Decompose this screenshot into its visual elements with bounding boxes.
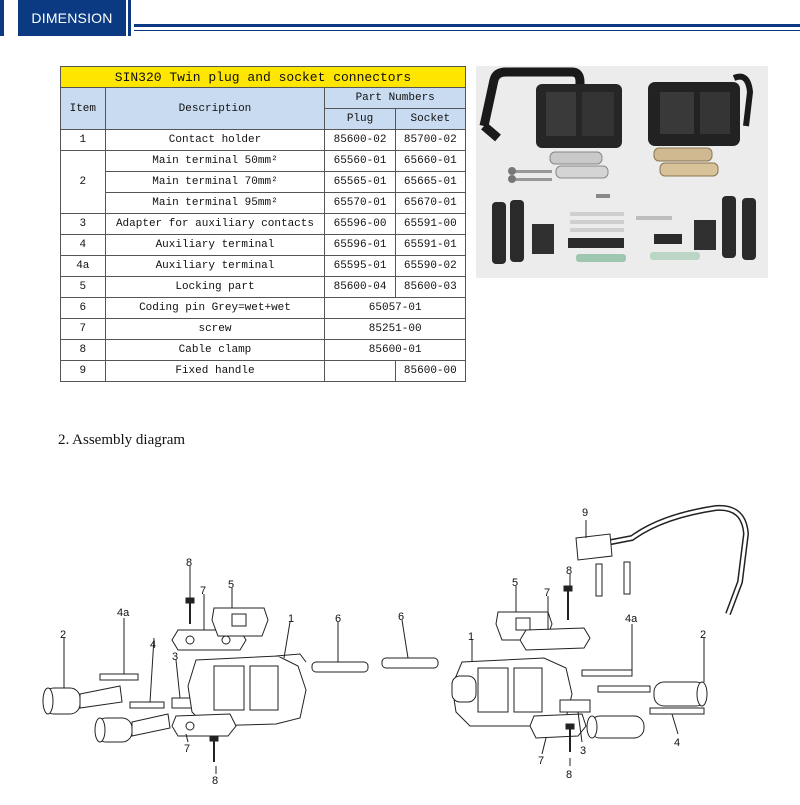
table-row: 7 screw 85251-00 — [60, 318, 466, 340]
table-row: 8 Cable clamp 85600-01 — [60, 339, 466, 361]
cell-description: Auxiliary terminal — [104, 234, 326, 256]
label-3-right: 3 — [580, 745, 586, 757]
table-row: 1 Contact holder 85600-02 85700-02 — [60, 129, 467, 151]
header-separator — [128, 0, 131, 36]
cell-socket: 65660-01 — [394, 150, 467, 172]
table-row: 3 Adapter for auxiliary contacts 65596-0… — [60, 213, 467, 235]
parts-table: SIN320 Twin plug and socket connectors I… — [60, 66, 467, 382]
label-2-left: 2 — [60, 629, 66, 641]
parts-table-wrapper: SIN320 Twin plug and socket connectors I… — [60, 66, 467, 382]
cell-plug: 65595-01 — [324, 255, 396, 277]
cell-item: 4a — [60, 255, 106, 277]
label-1-right: 1 — [468, 631, 474, 643]
assembly-diagram: 8 7 5 1 6 4a 2 4 3 7 8 9 5 8 7 6 1 4a 2 … — [0, 490, 800, 800]
cell-description: Fixed handle — [104, 360, 326, 382]
cell-description: Locking part — [104, 276, 326, 298]
cell-description: Main terminal 70mm² — [104, 171, 326, 193]
label-2-right: 2 — [700, 629, 706, 641]
cell-plug — [324, 360, 396, 382]
cell-item: 3 — [60, 213, 106, 235]
cell-description: Main terminal 95mm² — [104, 192, 326, 214]
label-4-left: 4 — [150, 639, 156, 651]
product-photo — [476, 66, 768, 278]
table-row: Main terminal 95mm² 65570-01 65670-01 — [61, 192, 467, 214]
table-row: 6 Coding pin Grey=wet+wet 65057-01 — [60, 297, 466, 319]
cell-plug: 65570-01 — [324, 192, 396, 214]
label-8-top-left: 8 — [186, 557, 192, 569]
header-left-stripe — [0, 0, 4, 36]
cell-description: Contact holder — [104, 129, 326, 151]
cell-socket: 65670-01 — [394, 192, 467, 214]
product-photo-svg — [476, 66, 768, 278]
header-part-numbers: Part Numbers — [324, 87, 466, 109]
cell-part-number: 85600-01 — [324, 339, 466, 361]
label-5-left: 5 — [228, 579, 234, 591]
table-row: 4 Auxiliary terminal 65596-01 65591-01 — [60, 234, 467, 256]
cell-item: 1 — [60, 129, 106, 151]
header-bar: DIMENSION — [0, 0, 800, 36]
section-title: 2. Assembly diagram — [58, 432, 186, 448]
label-7-bottom-left: 7 — [184, 743, 190, 755]
label-8-top-right: 8 — [566, 565, 572, 577]
cell-plug: 65565-01 — [324, 171, 396, 193]
cell-description: Coding pin Grey=wet+wet — [104, 297, 326, 319]
table-row: 9 Fixed handle 85600-00 — [60, 360, 467, 382]
header-tab: DIMENSION — [18, 0, 126, 36]
label-7-bottom-right: 7 — [538, 755, 544, 767]
cell-description: screw — [104, 318, 326, 340]
cell-item: 5 — [60, 276, 106, 298]
header-socket: Socket — [394, 108, 467, 130]
cell-item: 2 — [60, 150, 106, 214]
label-6-left: 6 — [335, 613, 341, 625]
label-4a-left: 4a — [117, 607, 130, 619]
label-4-right: 4 — [674, 737, 680, 749]
header-plug: Plug — [324, 108, 396, 130]
assembly-diagram-svg: 8 7 5 1 6 4a 2 4 3 7 8 9 5 8 7 6 1 4a 2 … — [42, 504, 750, 787]
cell-socket: 65590-02 — [394, 255, 467, 277]
table-row: Main terminal 70mm² 65565-01 65665-01 — [61, 171, 467, 193]
cell-item: 4 — [60, 234, 106, 256]
label-7-top-right: 7 — [544, 587, 550, 599]
cell-item: 7 — [60, 318, 106, 340]
cell-plug: 65596-00 — [324, 213, 396, 235]
header-item: Item — [60, 87, 106, 130]
label-3-left: 3 — [172, 651, 178, 663]
header-description: Description — [104, 87, 326, 130]
table-row: 2 Main terminal 50mm² 65560-01 65660-01 — [60, 150, 467, 214]
table-title: SIN320 Twin plug and socket connectors — [60, 66, 466, 88]
cell-plug: 65596-01 — [324, 234, 396, 256]
header-rule-thick — [134, 24, 800, 27]
cell-description: Auxiliary terminal — [104, 255, 326, 277]
cell-plug: 85600-02 — [324, 129, 396, 151]
label-8-bottom-right: 8 — [566, 769, 572, 781]
table-row: 5 Locking part 85600-04 85600-03 — [60, 276, 467, 298]
cell-plug: 65560-01 — [324, 150, 396, 172]
cell-description: Adapter for auxiliary contacts — [104, 213, 326, 235]
cell-socket: 65591-00 — [394, 213, 467, 235]
cell-item: 8 — [60, 339, 106, 361]
label-5-right: 5 — [512, 577, 518, 589]
cell-socket: 65665-01 — [394, 171, 467, 193]
label-7-top-left: 7 — [200, 585, 206, 597]
header-rule-thin — [134, 30, 800, 31]
label-6-right: 6 — [398, 611, 404, 623]
label-9-right: 9 — [582, 507, 588, 519]
cell-socket: 85600-03 — [394, 276, 467, 298]
table-row: 4a Auxiliary terminal 65595-01 65590-02 — [60, 255, 467, 277]
cell-socket: 85700-02 — [394, 129, 467, 151]
cell-part-number: 85251-00 — [324, 318, 466, 340]
cell-description: Cable clamp — [104, 339, 326, 361]
cell-description: Main terminal 50mm² — [104, 150, 326, 172]
cell-plug: 85600-04 — [324, 276, 396, 298]
label-8-bottom-left: 8 — [212, 775, 218, 787]
label-1-left: 1 — [288, 613, 294, 625]
cell-part-number: 65057-01 — [324, 297, 466, 319]
cell-socket: 85600-00 — [394, 360, 467, 382]
cell-item: 6 — [60, 297, 106, 319]
label-4a-right: 4a — [625, 613, 638, 625]
cell-item: 9 — [60, 360, 106, 382]
cell-socket: 65591-01 — [394, 234, 467, 256]
